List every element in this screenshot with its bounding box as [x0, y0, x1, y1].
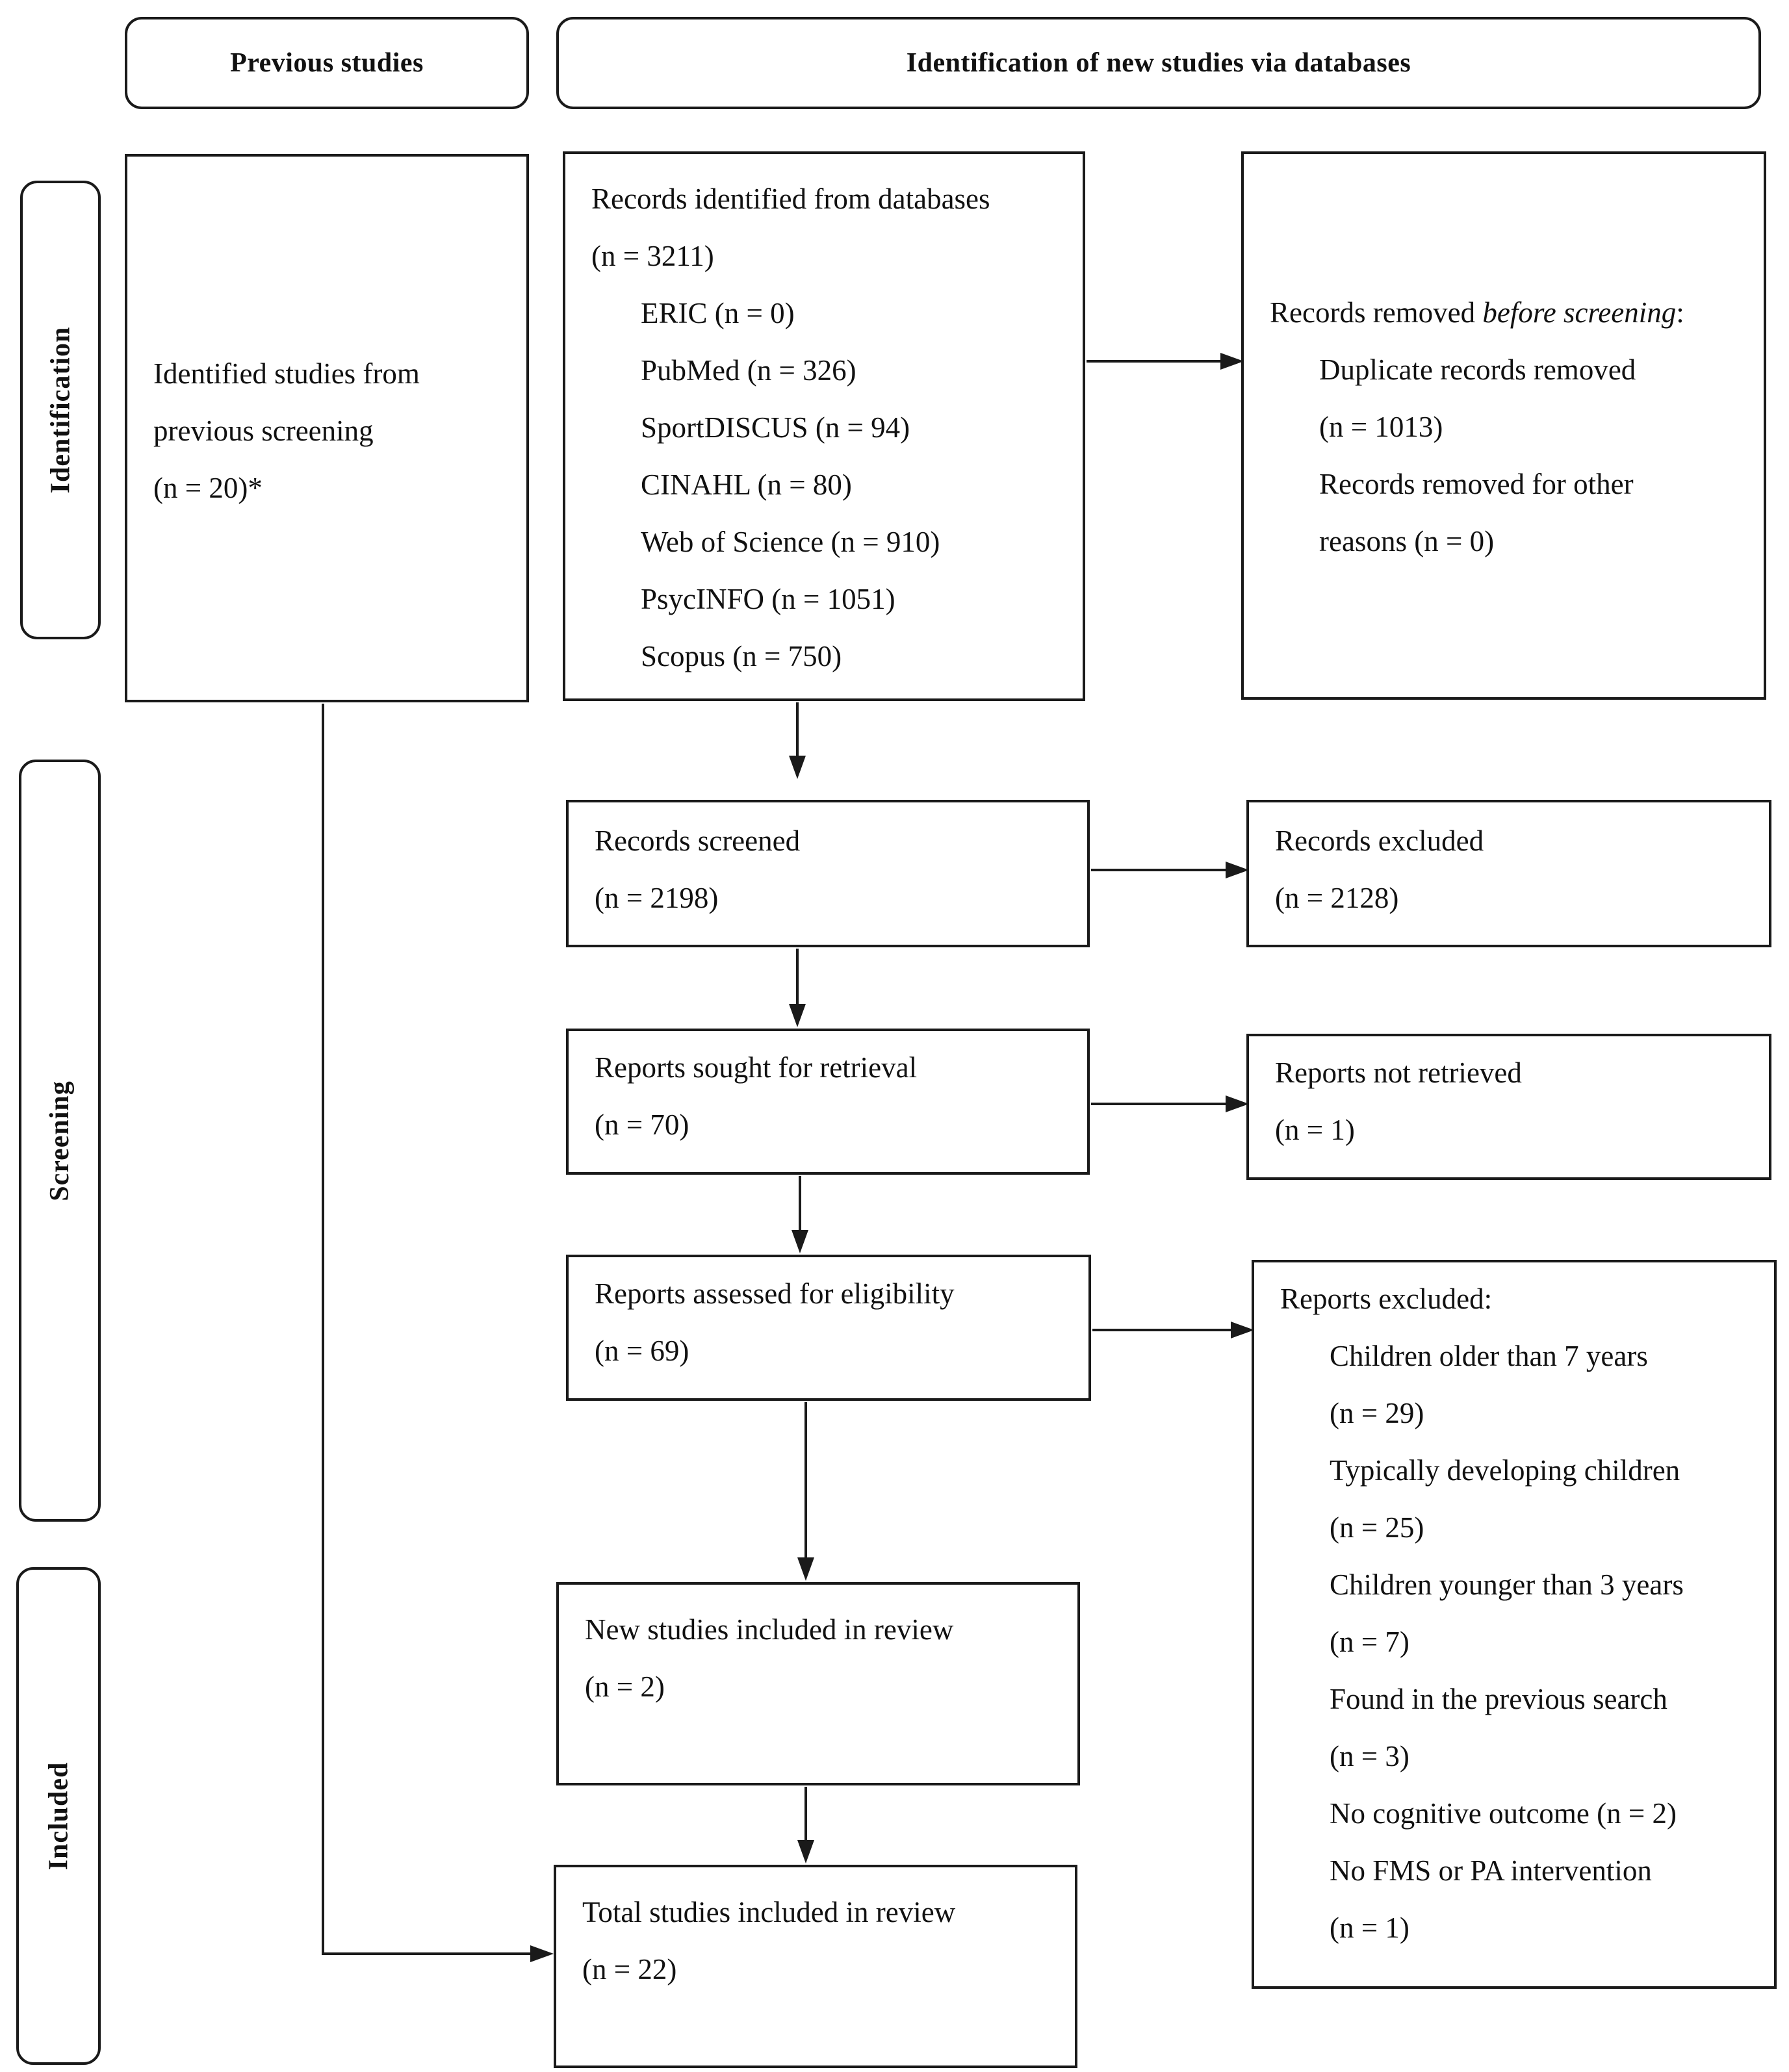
records-excluded-title: Records excluded — [1275, 825, 1484, 857]
removed-item-3: Records removed for other — [1319, 468, 1634, 500]
arrowhead-previous-to-total — [530, 1945, 554, 1962]
phase-screening: Screening — [19, 760, 101, 1522]
source-cinahl: CINAHL (n = 80) — [641, 468, 852, 501]
arrow-previous-to-total — [322, 704, 530, 1955]
reports-not-retrieved-title: Reports not retrieved — [1275, 1056, 1522, 1089]
new-included-count: (n = 2) — [585, 1670, 665, 1703]
arrowhead-sought-to-assessed — [792, 1230, 808, 1253]
arrowhead-assessed-to-new-included — [797, 1557, 814, 1581]
removed-item-1: Duplicate records removed — [1319, 353, 1636, 386]
removed-item-4: reasons (n = 0) — [1319, 525, 1495, 557]
previous-line-3: (n = 20)* — [153, 472, 263, 504]
new-studies-included-box: New studies included in review (n = 2) — [556, 1582, 1080, 1785]
arrowhead-identified-to-removed — [1220, 353, 1244, 370]
records-identified-title: Records identified from databases — [591, 183, 990, 215]
excluded-item-2: (n = 29) — [1330, 1397, 1424, 1429]
source-psycinfo: PsycINFO (n = 1051) — [641, 583, 895, 615]
previous-studies-box: Identified studies from previous screeni… — [125, 154, 529, 702]
excluded-item-5: Children younger than 3 years — [1330, 1568, 1684, 1601]
reports-excluded-box: Reports excluded: Children older than 7 … — [1252, 1260, 1777, 1989]
records-screened-box: Records screened (n = 2198) — [566, 800, 1090, 947]
header-previous-studies: Previous studies — [125, 17, 529, 109]
reports-sought-title: Reports sought for retrieval — [595, 1051, 918, 1084]
source-pubmed: PubMed (n = 326) — [641, 354, 856, 387]
previous-line-1: Identified studies from — [153, 357, 420, 390]
records-identified-count: (n = 3211) — [591, 240, 714, 272]
reports-not-retrieved-box: Reports not retrieved (n = 1) — [1246, 1034, 1771, 1180]
removed-item-2: (n = 1013) — [1319, 411, 1443, 443]
excluded-item-8: (n = 3) — [1330, 1740, 1409, 1772]
records-removed-box: Records removed before screening: Duplic… — [1241, 151, 1766, 700]
header-new-label: Identification of new studies via databa… — [906, 48, 1411, 78]
arrowhead-screened-to-sought — [789, 1004, 806, 1027]
reports-excluded-title: Reports excluded: — [1280, 1283, 1493, 1315]
excluded-item-9: No cognitive outcome (n = 2) — [1330, 1797, 1677, 1830]
reports-assessed-box: Reports assessed for eligibility (n = 69… — [566, 1255, 1091, 1401]
excluded-item-1: Children older than 7 years — [1330, 1340, 1648, 1372]
records-screened-title: Records screened — [595, 825, 801, 857]
reports-not-retrieved-count: (n = 1) — [1275, 1114, 1355, 1146]
arrowhead-identified-to-screened — [789, 756, 806, 779]
arrowhead-screened-to-excluded — [1226, 862, 1249, 878]
phase-identification: Identification — [20, 181, 101, 639]
previous-line-2: previous screening — [153, 415, 374, 447]
reports-sought-box: Reports sought for retrieval (n = 70) — [566, 1029, 1090, 1175]
excluded-item-4: (n = 25) — [1330, 1511, 1424, 1544]
records-removed-title-suffix: : — [1676, 296, 1684, 329]
header-previous-label: Previous studies — [230, 48, 424, 78]
excluded-item-7: Found in the previous search — [1330, 1683, 1667, 1715]
total-included-count: (n = 22) — [582, 1953, 677, 1986]
source-web-of-science: Web of Science (n = 910) — [641, 526, 940, 558]
new-included-title: New studies included in review — [585, 1613, 954, 1646]
reports-sought-count: (n = 70) — [595, 1108, 689, 1141]
arrowhead-new-to-total — [797, 1840, 814, 1863]
header-new-studies: Identification of new studies via databa… — [556, 17, 1761, 109]
excluded-item-3: Typically developing children — [1330, 1454, 1680, 1487]
arrowhead-sought-to-not-retrieved — [1226, 1095, 1249, 1112]
total-studies-included-box: Total studies included in review (n = 22… — [554, 1865, 1077, 2068]
reports-assessed-count: (n = 69) — [595, 1335, 689, 1367]
source-eric: ERIC (n = 0) — [641, 297, 795, 329]
records-identified-box: Records identified from databases (n = 3… — [563, 151, 1085, 701]
source-scopus: Scopus (n = 750) — [641, 640, 842, 672]
source-sportdiscus: SportDISCUS (n = 94) — [641, 411, 910, 444]
phase-included: Included — [16, 1567, 101, 2065]
excluded-item-11: (n = 1) — [1330, 1912, 1409, 1944]
records-removed-title-emph: before screening — [1482, 296, 1677, 329]
records-excluded-count: (n = 2128) — [1275, 882, 1399, 914]
excluded-item-6: (n = 7) — [1330, 1626, 1409, 1658]
excluded-item-10: No FMS or PA intervention — [1330, 1854, 1652, 1887]
records-removed-title: Records removed before screening: — [1270, 284, 1684, 341]
arrowhead-assessed-to-excluded — [1231, 1322, 1254, 1338]
records-screened-count: (n = 2198) — [595, 882, 719, 914]
total-included-title: Total studies included in review — [582, 1896, 956, 1928]
records-removed-title-prefix: Records removed — [1270, 296, 1483, 329]
records-excluded-box: Records excluded (n = 2128) — [1246, 800, 1771, 947]
reports-assessed-title: Reports assessed for eligibility — [595, 1277, 955, 1310]
